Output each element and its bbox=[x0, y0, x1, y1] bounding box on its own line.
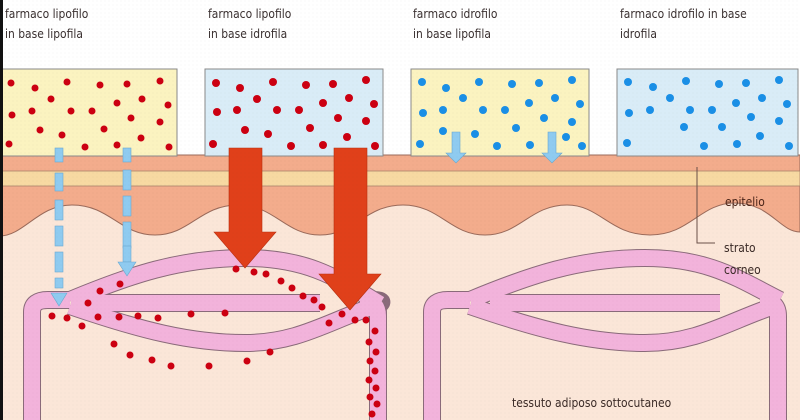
formulation-label-4-line2: idrofila bbox=[620, 26, 657, 41]
formulation-label-1-line2: in base lipofila bbox=[5, 26, 83, 41]
subcutaneous-tissue-label: tessuto adiposo sottocutaneo bbox=[512, 395, 672, 410]
formulation-label-2-line2: in base idrofila bbox=[208, 26, 288, 41]
formulation-label-2: farmaco lipofilo in base idrofila bbox=[208, 4, 291, 44]
formulation-label-1: farmaco lipofilo in base lipofila bbox=[5, 4, 88, 44]
formulation-label-2-line1: farmaco lipofilo bbox=[208, 6, 292, 21]
formulation-label-3-line1: farmaco idrofilo bbox=[413, 6, 498, 21]
formulation-label-4-line1: farmaco idrofilo in base bbox=[620, 6, 747, 21]
formulation-label-1-line1: farmaco lipofilo bbox=[5, 6, 89, 21]
formulation-label-4: farmaco idrofilo in base idrofila bbox=[620, 4, 747, 44]
formulation-label-3: farmaco idrofilo in base lipofila bbox=[413, 4, 497, 44]
stratum-corneum-label: strato corneo bbox=[724, 240, 761, 278]
formulation-label-3-line2: in base lipofila bbox=[413, 26, 491, 41]
epithelium-label: epitelio bbox=[725, 194, 765, 209]
stratum-corneum-label-line1: strato bbox=[724, 240, 756, 255]
stratum-corneum-label-line2: corneo bbox=[724, 262, 761, 277]
